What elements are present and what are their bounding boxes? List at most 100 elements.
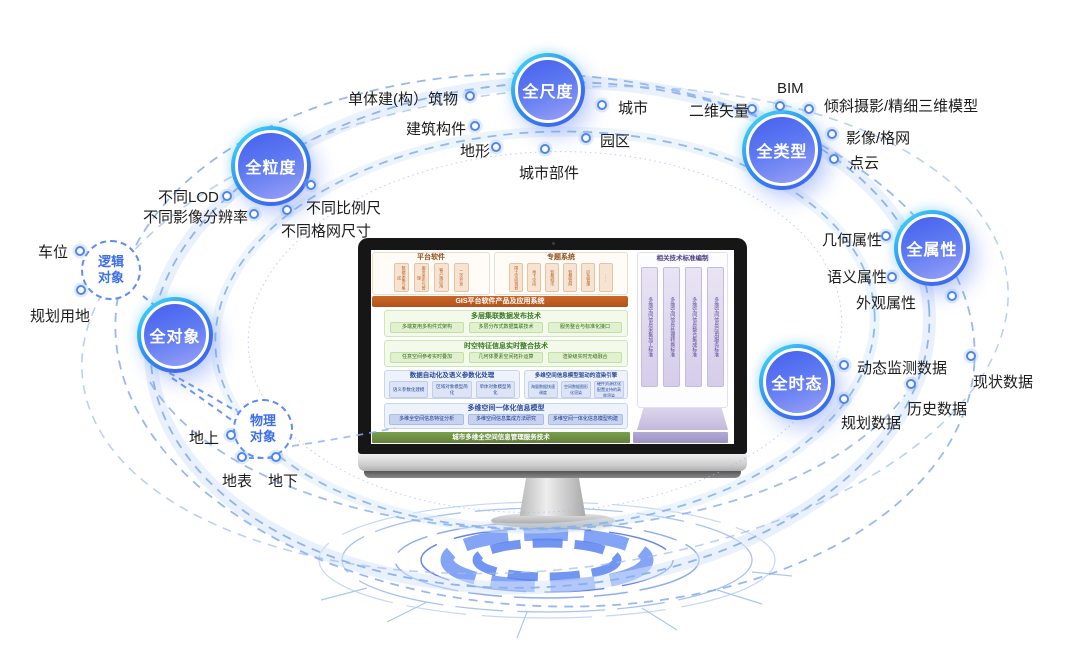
tech-cell: 多维空间信息集成方法研究 (468, 414, 544, 425)
platform-item: 客户端应用 (433, 263, 449, 292)
tech-cell: 渲染级实时无缝融合 (548, 352, 622, 363)
node-dot (540, 144, 550, 154)
dashed-hub-line: 逻辑 (97, 254, 124, 270)
standard-bar: 多维空间信息整合集成标准 (685, 267, 702, 387)
thematic-systems-title: 专题系统 (547, 254, 575, 261)
hub-label: 全类型 (746, 114, 818, 186)
bottom-purple-bar (633, 432, 728, 443)
hub-full-type: 全类型 (742, 110, 822, 190)
dashed-hub-line: 物理 (249, 413, 276, 429)
label-physical-item: 地下 (268, 473, 299, 490)
hub-label: 全对象 (141, 301, 209, 369)
thematic-item: 应急管理 (581, 263, 595, 292)
node-dot (271, 452, 281, 462)
node-dot (947, 291, 957, 301)
standards-panel: 相关技术标准编制 多维空间信息采集加工标准 多维空间信息处理转换标准 多维空间信… (637, 252, 728, 408)
node-dot (597, 100, 607, 110)
label-physical-item: 地表 (222, 473, 253, 490)
label-attribute-item: 几何属性 (822, 232, 883, 249)
node-dot (906, 379, 916, 389)
section-title: 时空特征信息实时整合技术 (464, 343, 548, 350)
standards-title: 相关技术标准编制 (656, 255, 709, 262)
label-temporal-item: 规划数据 (841, 415, 902, 432)
standard-bar: 多维空间信息采集加工标准 (641, 267, 658, 387)
node-dot (966, 351, 976, 361)
hub-label: 全尺度 (515, 57, 581, 123)
node-dot (881, 231, 891, 241)
label-granularity-item: 不同影像分辨率 (143, 209, 249, 226)
desktop-monitor: 平台软件 数据采集与集成 服务发布与管理 客户端应用 二次开发 专题系统 国土空… (358, 238, 747, 528)
hub-logical-object: 逻辑 对象 (81, 240, 141, 300)
node-dot (306, 180, 316, 190)
thematic-item: 智慧管网 (563, 263, 577, 292)
monitor-bezel: 平台软件 数据采集与集成 服务发布与管理 客户端应用 二次开发 专题系统 国土空… (358, 238, 747, 454)
section-title: 数据自动化及语义参数化处理 (409, 372, 495, 379)
hub-full-object: 全对象 (137, 297, 213, 373)
section-spatiotemporal: 时空特征信息实时整合技术 任意空间参考实时叠加 几何体要素空间拓扑运算 渲染级实… (384, 340, 628, 367)
hub-full-attribute: 全属性 (894, 210, 970, 286)
tech-cell: 几何体要素空间拓扑运算 (469, 352, 543, 363)
section-title: 多维空间信息模型驱动的渲染引擎 (534, 373, 618, 379)
node-dot (887, 272, 897, 282)
thematic-item: 地下空间 (527, 263, 541, 292)
standard-bar: 多维空间信息处理转换标准 (663, 267, 680, 387)
node-dot (282, 205, 292, 215)
node-dot (226, 430, 236, 440)
section-title: 多维空间一体化信息模型 (467, 405, 545, 412)
label-type-item: BIM (777, 80, 804, 97)
section-integrated-model: 多维空间一体化信息模型 多维全空间信息特征分析 多维空间信息集成方法研究 多维空… (384, 403, 628, 429)
label-physical-item: 地上 (189, 430, 220, 447)
platform-item: 数据采集与集成 (393, 263, 409, 292)
node-dot (222, 191, 232, 201)
label-granularity-item: 不同比例尺 (306, 200, 382, 217)
node-dot (491, 142, 501, 152)
node-dot (827, 129, 837, 139)
node-dot (465, 91, 475, 101)
hub-full-granularity: 全粒度 (231, 126, 311, 206)
label-scale-item: 城市 (618, 100, 649, 117)
node-dot (581, 133, 591, 143)
label-type-item: 点云 (849, 155, 880, 172)
webcam-dot (551, 242, 555, 245)
label-temporal-item: 动态监测数据 (857, 360, 948, 377)
label-scale-item: 园区 (600, 133, 631, 150)
node-dot (839, 394, 849, 404)
monitor-chin (358, 454, 747, 471)
tech-cell: 多端复用多构件式架构 (390, 322, 464, 333)
label-granularity-item: 不同LOD (158, 189, 219, 206)
bottom-green-bar: 城市多维全空间信息管理服务技术 (372, 432, 630, 443)
label-scale-item: 城市部件 (519, 165, 580, 182)
tech-cell: 任意空间参考实时叠加 (390, 352, 464, 363)
platform-software-group: 平台软件 数据采集与集成 服务发布与管理 客户端应用 二次开发 (372, 252, 490, 295)
thematic-item: 智慧城市 (545, 263, 559, 292)
hub-full-scale: 全尺度 (511, 53, 585, 127)
tech-cell: 多层分布式数据集联技术 (469, 322, 543, 333)
dashed-hub-line: 对象 (97, 270, 124, 285)
label-logical-item: 规划用地 (30, 308, 91, 325)
standard-bar: 多维空间信息应用服务标准 (707, 267, 724, 387)
section-semantic-processing: 数据自动化及语义参数化处理 语义参数化建模 区域对象模型简化 单体对象模型简化 (384, 370, 520, 399)
gis-banner: GIS平台软件产品及应用系统 (372, 296, 628, 307)
label-attribute-item: 外观属性 (856, 295, 917, 312)
dashed-hub-line: 对象 (249, 429, 276, 444)
tech-cell: 语义参数化建模 (389, 381, 429, 398)
section-data-publish: 多层集联数据发布技术 多端复用多构件式架构 多层分布式数据集联技术 服务整合与标… (384, 310, 628, 337)
label-temporal-item: 现状数据 (973, 374, 1034, 391)
platform-item: 二次开发 (453, 263, 469, 292)
node-dot (804, 104, 814, 114)
tech-cell: 多维全空间信息特征分析 (389, 414, 465, 425)
hub-label: 全粒度 (235, 130, 307, 202)
label-granularity-item: 不同格网尺寸 (281, 223, 372, 240)
tech-cell: 单体对象模型简化 (475, 381, 515, 398)
label-type-item: 二维矢量 (689, 103, 750, 120)
node-dot (775, 101, 785, 111)
label-scale-item: 地形 (460, 143, 491, 160)
hub-label: 全时态 (763, 348, 831, 416)
label-scale-item: 单体建(构）筑物 (348, 91, 458, 108)
thematic-item: …… (599, 263, 613, 292)
label-attribute-item: 语义属性 (827, 269, 888, 286)
tech-cell: 海量数据快速调度 (528, 381, 558, 398)
label-type-item: 影像/格网 (846, 130, 911, 147)
node-dot (76, 285, 86, 295)
